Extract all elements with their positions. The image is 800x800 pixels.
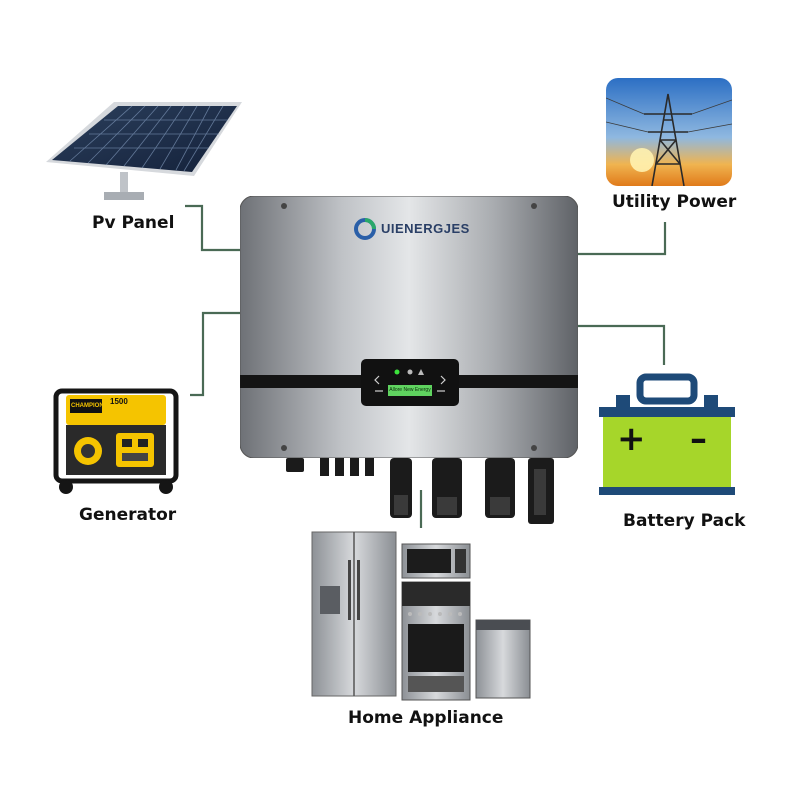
home-appliances-icon	[311, 531, 531, 701]
battery-plus: +	[617, 419, 646, 459]
inverter-brand: UIENERGJES	[381, 221, 470, 236]
battery-minus: –	[690, 419, 707, 459]
home-appliance-label: Home Appliance	[348, 708, 504, 728]
pv-panel-label: Pv Panel	[92, 213, 175, 233]
generator-icon	[53, 388, 179, 494]
battery-connector	[578, 324, 666, 365]
utility-power-label: Utility Power	[612, 192, 737, 212]
battery-icon	[599, 373, 735, 495]
generator-brand: CHAMPION	[71, 403, 104, 409]
utility-connector	[578, 222, 667, 256]
power-tower-icon	[606, 78, 732, 186]
inverter-display: Allore New Energy	[389, 387, 431, 393]
solar-panel-icon	[46, 102, 242, 200]
pv-connector	[185, 204, 240, 252]
generator-badge: 1500	[110, 397, 128, 406]
generator-connector	[190, 311, 240, 397]
battery-pack-label: Battery Pack	[623, 511, 746, 531]
inverter-connectors	[286, 458, 554, 524]
brand-logo-icon	[354, 218, 376, 240]
generator-label: Generator	[79, 505, 177, 525]
inverter-icon: UIENERGJES Allore New Energy	[240, 196, 578, 458]
